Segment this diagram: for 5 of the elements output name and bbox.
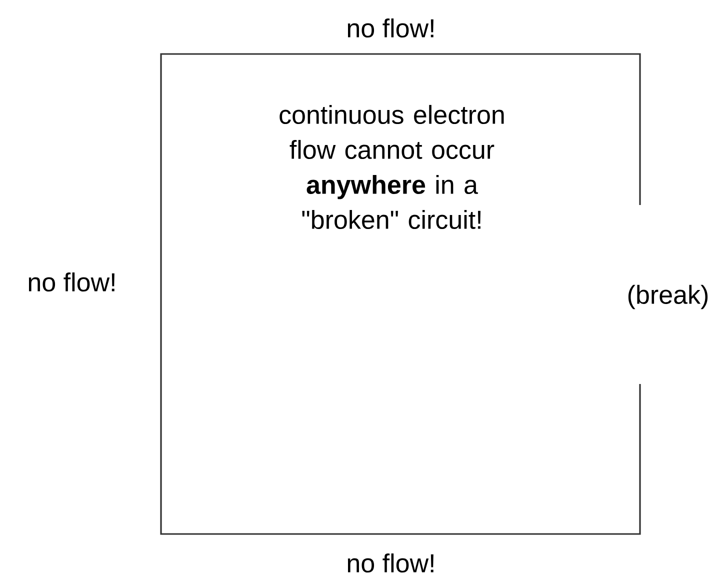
flow-label: no flow! [28,272,114,292]
flow-label: no flow! [348,553,434,573]
flow-label: no flow! [348,18,434,38]
note-text: continuous electron flow cannot occur anywhere in a "broken" circuit! [280,104,504,230]
break-label: (break) [628,284,708,310]
